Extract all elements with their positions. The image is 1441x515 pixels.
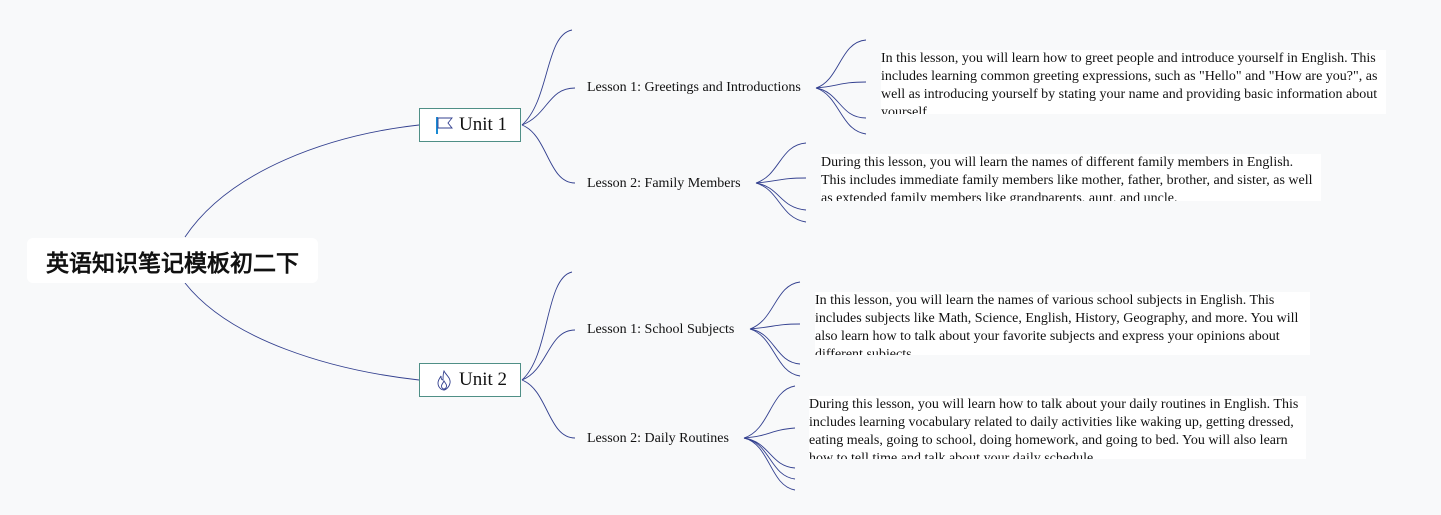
connector-root-unit2: [184, 282, 420, 381]
connector-unit1-lesson2: [521, 124, 576, 184]
unit-1-lesson-1-description[interactable]: In this lesson, you will learn how to gr…: [881, 50, 1386, 114]
unit-2-lesson-1-title[interactable]: Lesson 1: School Subjects: [585, 322, 737, 338]
root-topic[interactable]: 英语知识笔记模板初二下: [27, 238, 318, 283]
unit-1-lesson-2-title[interactable]: Lesson 2: Family Members: [585, 176, 743, 192]
root-title: 英语知识笔记模板初二下: [46, 250, 299, 277]
connector-unit2-top: [521, 271, 573, 381]
unit-1-lesson-1-title[interactable]: Lesson 1: Greetings and Introductions: [585, 80, 803, 96]
unit-2-lesson-2-title[interactable]: Lesson 2: Daily Routines: [585, 431, 731, 447]
unit-2-node[interactable]: Unit 2: [419, 363, 521, 397]
unit-2-label: Unit 2: [458, 369, 508, 390]
flag-icon: [435, 117, 453, 134]
connector-unit2-lesson2: [521, 379, 576, 439]
connector-unit1-top: [521, 29, 573, 126]
connector-unit1-lesson1: [521, 87, 576, 126]
unit-1-lesson-2-description[interactable]: During this lesson, you will learn the n…: [821, 154, 1321, 201]
connector-root-unit1: [184, 124, 420, 238]
unit-1-label: Unit 1: [458, 114, 508, 135]
unit-2-lesson-1-description[interactable]: In this lesson, you will learn the names…: [815, 292, 1310, 355]
unit-2-lesson-2-description[interactable]: During this lesson, you will learn how t…: [809, 396, 1306, 459]
connector-unit2-lesson1: [521, 329, 576, 381]
unit-1-node[interactable]: Unit 1: [419, 108, 521, 142]
fire-icon: [437, 369, 451, 391]
